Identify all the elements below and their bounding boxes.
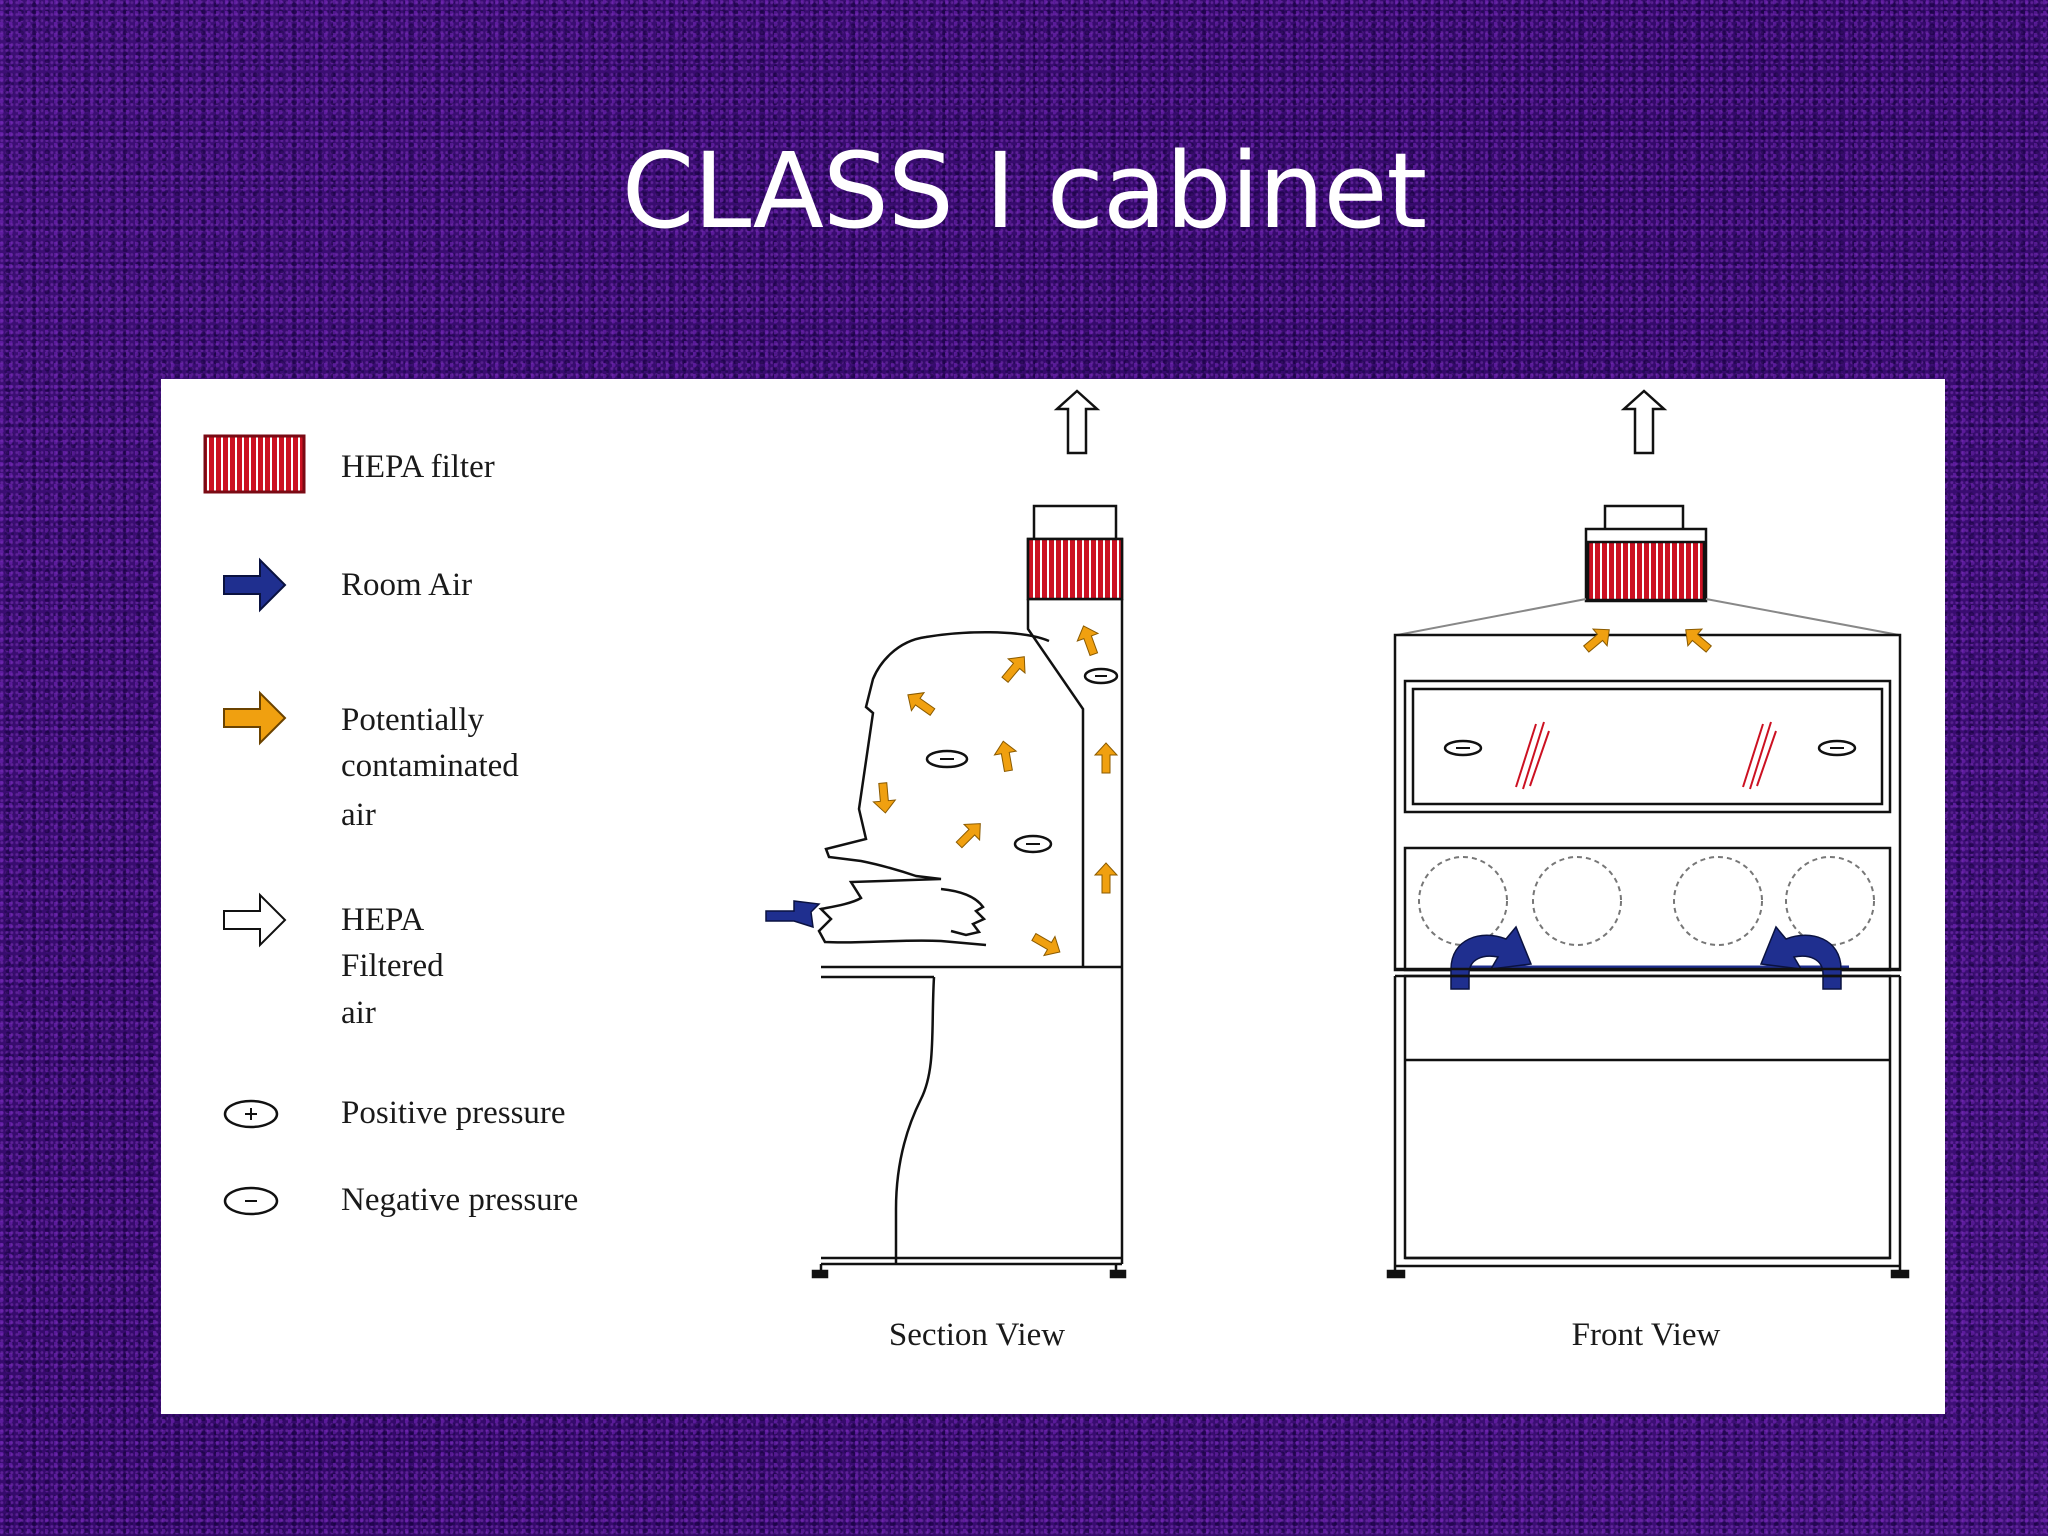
legend-positive-pressure: Positive pressure — [341, 1095, 566, 1131]
legend-filtered-air-3: air — [341, 995, 376, 1031]
front-foot-left — [1386, 1269, 1406, 1279]
section-room-air-arrow — [765, 900, 821, 929]
section-contaminated-air-arrows — [871, 621, 1118, 963]
front-glove-ports — [1418, 856, 1875, 946]
section-foot-right — [1109, 1269, 1127, 1279]
front-room-air-arrow-right — [1759, 925, 1842, 990]
section-foot-left — [811, 1269, 829, 1279]
class-i-cabinet-diagram: HEPA filter Room Air Potentially contami… — [203, 389, 1910, 1353]
front-negative-pressure-marks — [1443, 739, 1857, 757]
legend-filtered-air-1: HEPA — [341, 902, 424, 938]
front-base — [1395, 1256, 1900, 1268]
front-glass-glare-left — [1515, 721, 1550, 790]
hepa-filtered-air-arrow-icon — [223, 892, 287, 948]
diagram-panel: HEPA filter Room Air Potentially contami… — [161, 379, 1945, 1414]
section-operator-hand — [940, 887, 987, 937]
front-hepa-filter — [1586, 540, 1706, 602]
section-work-surface — [821, 965, 1122, 979]
section-view — [765, 389, 1127, 1279]
legend-contaminated-air-3: air — [341, 797, 376, 833]
front-filter-housing — [1584, 527, 1708, 603]
front-exhaust-collar — [1603, 504, 1685, 529]
positive-pressure-icon — [223, 1099, 279, 1129]
hepa-filter-icon — [203, 434, 306, 494]
front-sash-window — [1411, 687, 1884, 806]
front-view — [1386, 389, 1910, 1279]
front-sash-frame — [1403, 679, 1892, 814]
room-air-arrow-icon — [223, 557, 287, 613]
legend-filtered-air-2: Filtered — [341, 948, 444, 984]
slide-title: CLASS I cabinet — [621, 130, 1427, 252]
front-hood — [1396, 598, 1900, 636]
section-cabinet-front-upper — [1026, 599, 1085, 967]
front-stand-legs — [1393, 976, 1902, 1274]
front-glass-glare-right — [1742, 721, 1777, 790]
legend-room-air: Room Air — [341, 567, 472, 603]
legend-hepa-filter: HEPA filter — [341, 449, 495, 485]
section-exhaust-arrow — [1055, 389, 1099, 455]
front-cabinet-outline — [1393, 633, 1902, 972]
front-foot-right — [1890, 1269, 1910, 1279]
section-operator-head — [817, 631, 1050, 947]
front-room-air-arrow-left — [1450, 925, 1533, 990]
contaminated-air-arrow-icon — [223, 690, 287, 746]
legend-contaminated-air-2: contaminated — [341, 748, 519, 784]
negative-pressure-icon — [223, 1186, 279, 1216]
front-exhaust-arrow — [1622, 389, 1666, 455]
section-stand — [894, 967, 1124, 1264]
legend-negative-pressure: Negative pressure — [341, 1182, 578, 1218]
legend-contaminated-air-1: Potentially — [341, 702, 484, 738]
section-view-label: Section View — [889, 1317, 1065, 1353]
front-view-label: Front View — [1572, 1317, 1721, 1353]
section-negative-pressure-marks — [925, 667, 1119, 854]
front-lower-cabinet — [1403, 974, 1892, 1260]
section-hepa-filter — [1026, 537, 1124, 601]
legend: HEPA filter Room Air Potentially contami… — [203, 434, 578, 1218]
section-base — [819, 1256, 1122, 1274]
section-exhaust-collar — [1032, 504, 1118, 539]
front-contaminated-air-arrows — [1578, 620, 1717, 658]
